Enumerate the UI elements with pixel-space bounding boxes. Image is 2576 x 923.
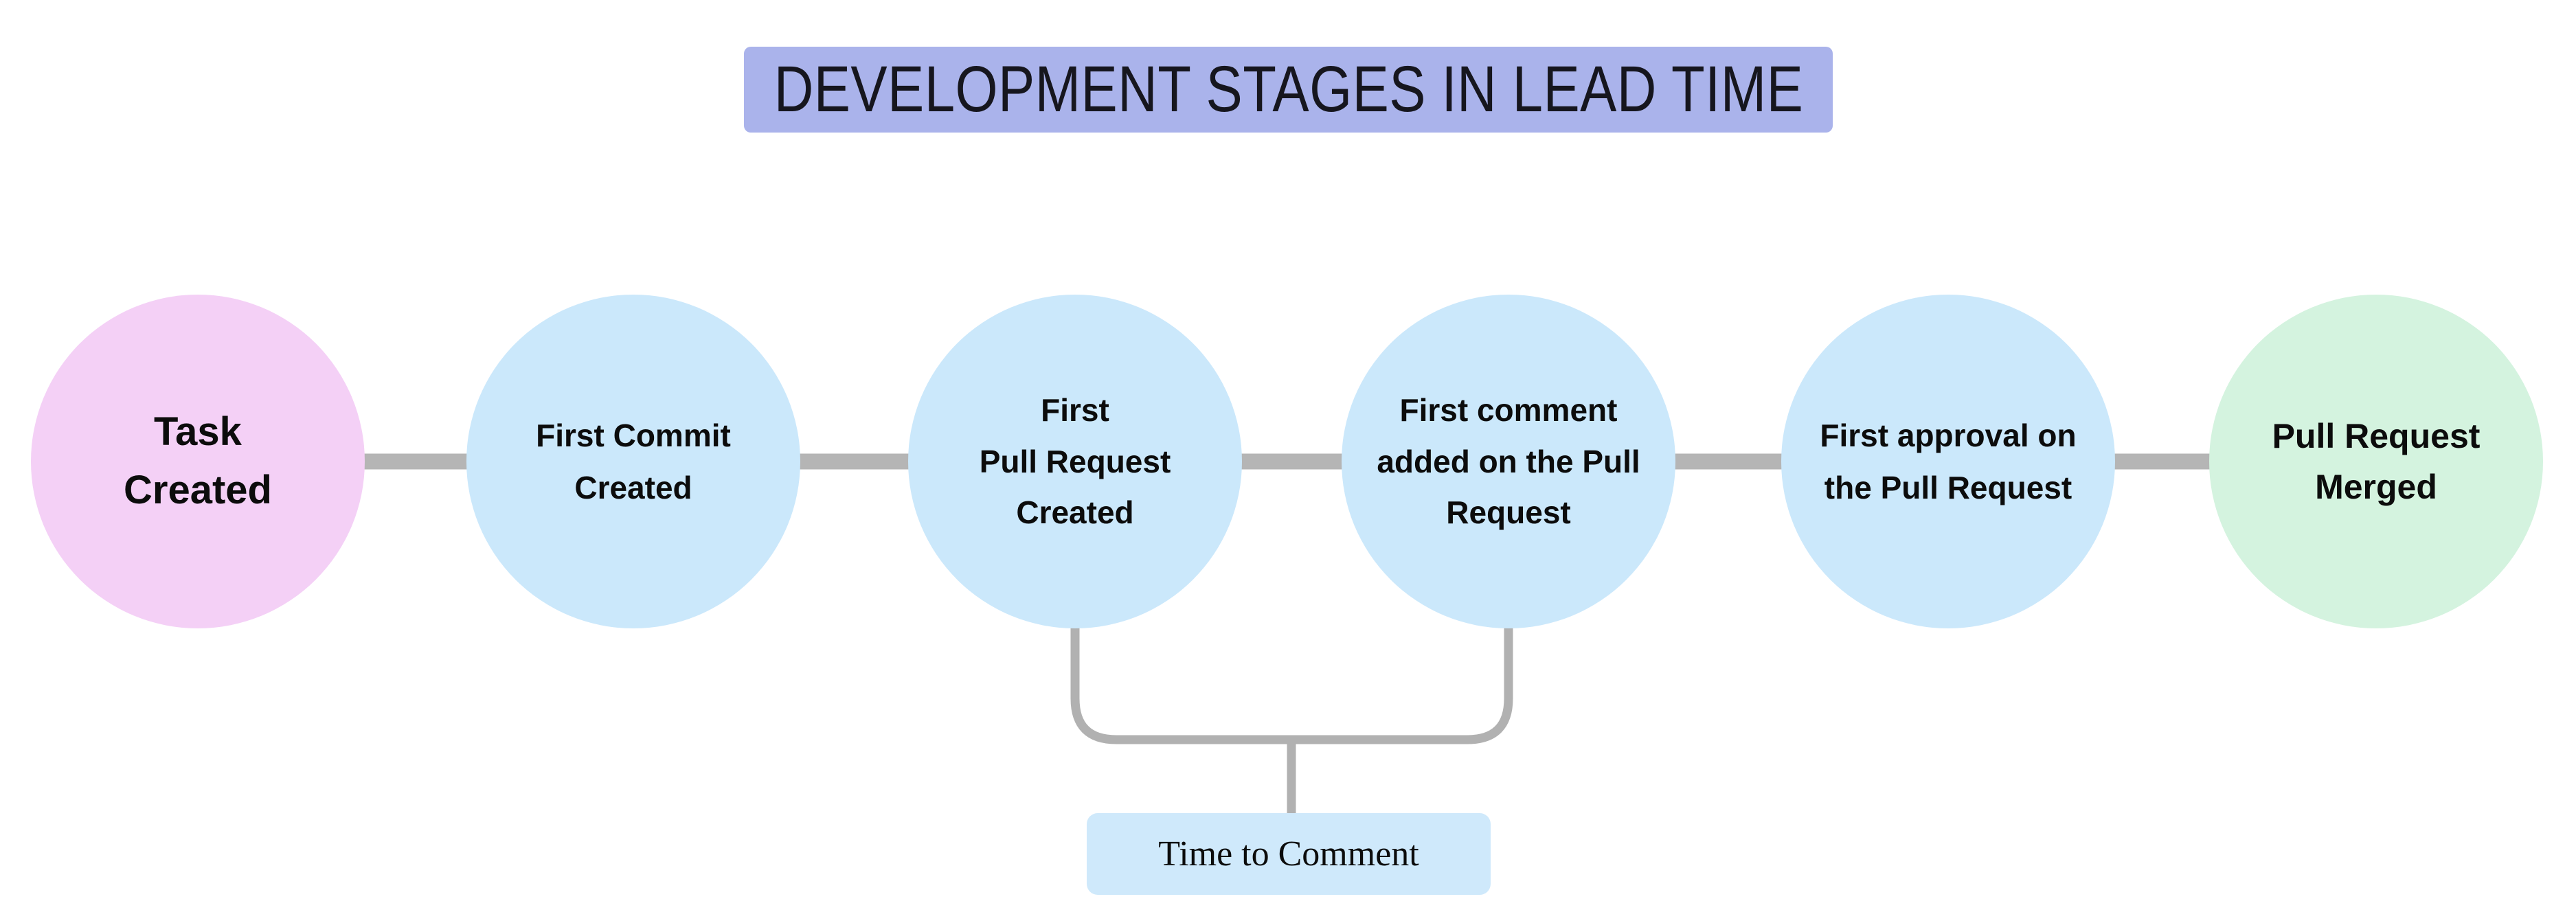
time-to-comment-label: Time to Comment [1158, 834, 1419, 874]
stage-label: First Pull Request Created [979, 392, 1171, 531]
stage-circle-first-comment-added: First comment added on the Pull Request [1342, 295, 1675, 628]
stage-label: Pull Request Merged [2272, 417, 2481, 506]
page-title: DEVELOPMENT STAGES IN LEAD TIME [773, 53, 1803, 126]
stage-circle-first-approval: First approval on the Pull Request [1781, 295, 2115, 628]
time-bracket-path [1070, 604, 1513, 744]
time-to-comment-box: Time to Comment [1087, 813, 1491, 895]
stage-label: Task Created [124, 409, 272, 512]
stage-label: First Commit Created [536, 417, 731, 505]
stage-label: First approval on the Pull Request [1820, 417, 2077, 505]
stage-circle-first-commit-created: First Commit Created [466, 295, 800, 628]
stage-circle-task-created: Task Created [31, 295, 365, 628]
stage-label: First comment added on the Pull Request [1377, 392, 1640, 531]
title-banner: DEVELOPMENT STAGES IN LEAD TIME [744, 47, 1833, 133]
stage-circle-first-pull-request-created: First Pull Request Created [908, 295, 1242, 628]
stage-circle-pull-request-merged: Pull Request Merged [2209, 295, 2543, 628]
